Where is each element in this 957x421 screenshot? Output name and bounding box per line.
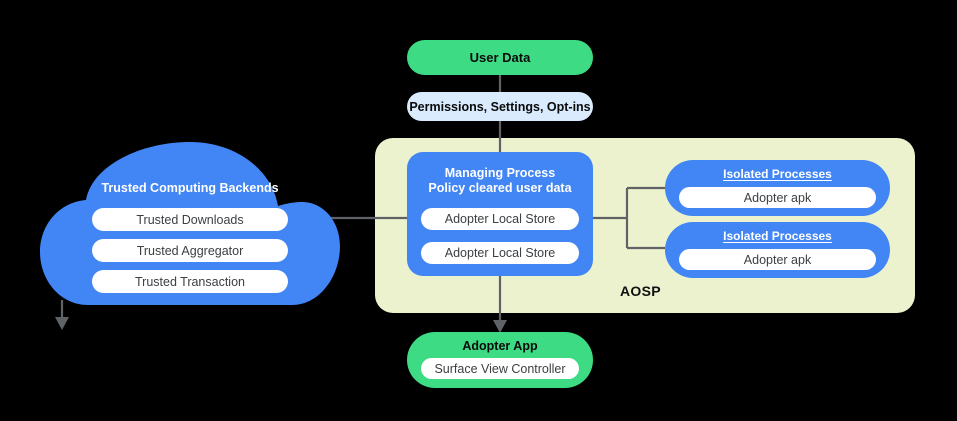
adopter-apk-2[interactable]: Adopter apk xyxy=(679,249,876,270)
surface-view-controller[interactable]: Surface View Controller xyxy=(421,358,579,379)
aosp-label: AOSP xyxy=(620,283,661,299)
adopter-apk-2-label: Adopter apk xyxy=(743,252,812,267)
user-data-node[interactable]: User Data xyxy=(407,40,593,75)
managing-process-title-line1: Managing Process xyxy=(444,166,556,180)
adopter-local-store-1[interactable]: Adopter Local Store xyxy=(421,208,579,230)
isolated-process-node-1[interactable]: Isolated Processes Adopter apk xyxy=(665,160,890,216)
permissions-node[interactable]: Permissions, Settings, Opt-ins xyxy=(407,92,593,121)
user-data-label: User Data xyxy=(469,50,531,65)
trusted-aggregator-item[interactable]: Trusted Aggregator xyxy=(92,239,288,262)
trusted-downloads-item[interactable]: Trusted Downloads xyxy=(92,208,288,231)
isolated-process-2-title[interactable]: Isolated Processes xyxy=(723,229,832,243)
trusted-computing-cloud[interactable]: Trusted Computing Backends Trusted Downl… xyxy=(40,140,340,310)
managing-process-node[interactable]: Managing Process Policy cleared user dat… xyxy=(407,152,593,276)
isolated-process-1-title[interactable]: Isolated Processes xyxy=(723,167,832,181)
trusted-transaction-label: Trusted Transaction xyxy=(134,274,245,289)
managing-process-title-line2: Policy cleared user data xyxy=(428,181,572,195)
adopter-app-title: Adopter App xyxy=(462,339,538,353)
isolated-process-node-2[interactable]: Isolated Processes Adopter apk xyxy=(665,222,890,278)
cloud-title: Trusted Computing Backends xyxy=(101,181,279,195)
managing-process-title: Managing Process Policy cleared user dat… xyxy=(428,166,571,196)
permissions-label: Permissions, Settings, Opt-ins xyxy=(409,99,591,114)
adopter-apk-1[interactable]: Adopter apk xyxy=(679,187,876,208)
adopter-app-node[interactable]: Adopter App Surface View Controller xyxy=(407,332,593,388)
arrowhead-adopter-app xyxy=(493,320,507,333)
adopter-local-store-1-label: Adopter Local Store xyxy=(444,212,556,226)
trusted-transaction-item[interactable]: Trusted Transaction xyxy=(92,270,288,293)
surface-view-controller-label: Surface View Controller xyxy=(434,361,566,376)
adopter-local-store-2[interactable]: Adopter Local Store xyxy=(421,242,579,264)
arrowhead-cloud-bottom xyxy=(55,317,69,330)
adopter-local-store-2-label: Adopter Local Store xyxy=(444,246,556,260)
trusted-downloads-label: Trusted Downloads xyxy=(136,212,244,227)
trusted-aggregator-label: Trusted Aggregator xyxy=(136,243,244,258)
adopter-apk-1-label: Adopter apk xyxy=(743,190,812,205)
